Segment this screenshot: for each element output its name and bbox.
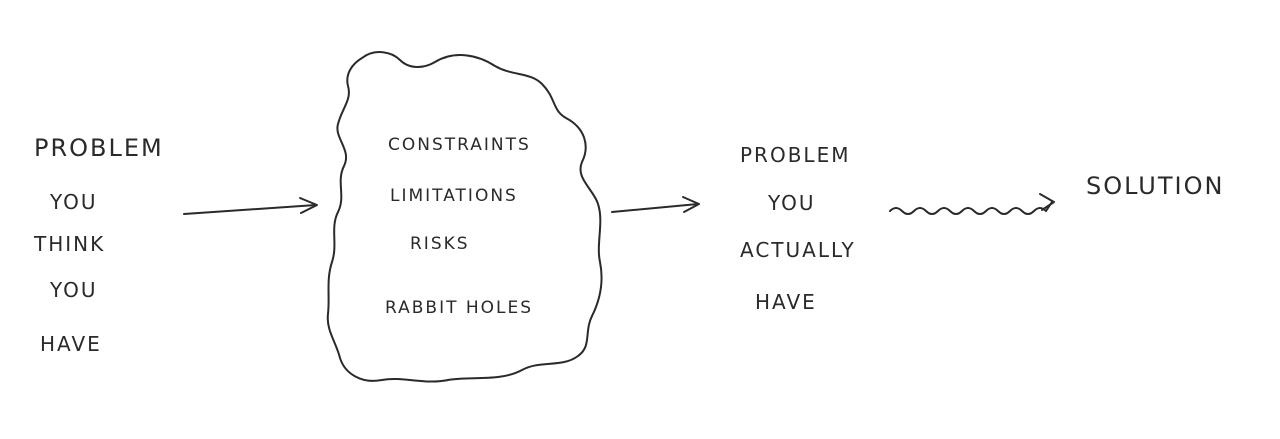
middle-line-problem: Problem bbox=[740, 143, 850, 167]
middle-line-have: Have bbox=[755, 290, 817, 314]
wavy-arrow-to-solution bbox=[889, 193, 1055, 215]
arrow-to-actual-problem bbox=[611, 196, 700, 213]
solution-label: Solution bbox=[1086, 172, 1224, 200]
arrow-to-actual-problem-shaft bbox=[611, 203, 699, 213]
left-line-think: Think bbox=[33, 232, 105, 256]
cloud-item-risks: Risks bbox=[410, 234, 470, 254]
solution-block: Solution bbox=[1086, 172, 1224, 200]
cloud-item-rabbit-holes: Rabbit holes bbox=[385, 298, 533, 318]
problem-you-think-you-have: Problem You Think You Have bbox=[33, 134, 164, 356]
left-line-problem: Problem bbox=[34, 134, 164, 162]
arrow-to-cloud-head bbox=[299, 197, 318, 214]
middle-line-actually: Actually bbox=[740, 238, 856, 262]
cloud-shape: Constraints Limitations Risks Rabbit hol… bbox=[326, 51, 603, 383]
cloud-outline bbox=[326, 51, 603, 383]
cloud-item-limitations: Limitations bbox=[390, 186, 518, 206]
cloud-item-constraints: Constraints bbox=[388, 135, 531, 155]
problem-you-actually-have: Problem You Actually Have bbox=[740, 143, 856, 314]
middle-line-you: You bbox=[767, 191, 816, 215]
arrow-to-cloud bbox=[183, 197, 318, 215]
left-line-you: You bbox=[49, 190, 98, 214]
left-line-have: Have bbox=[40, 332, 102, 356]
arrow-to-cloud-shaft bbox=[183, 204, 317, 215]
left-line-you-2: You bbox=[49, 278, 98, 302]
wavy-arrow-head bbox=[1039, 193, 1055, 211]
wavy-arrow-shaft bbox=[889, 201, 1053, 215]
arrow-to-actual-problem-head bbox=[682, 196, 700, 213]
